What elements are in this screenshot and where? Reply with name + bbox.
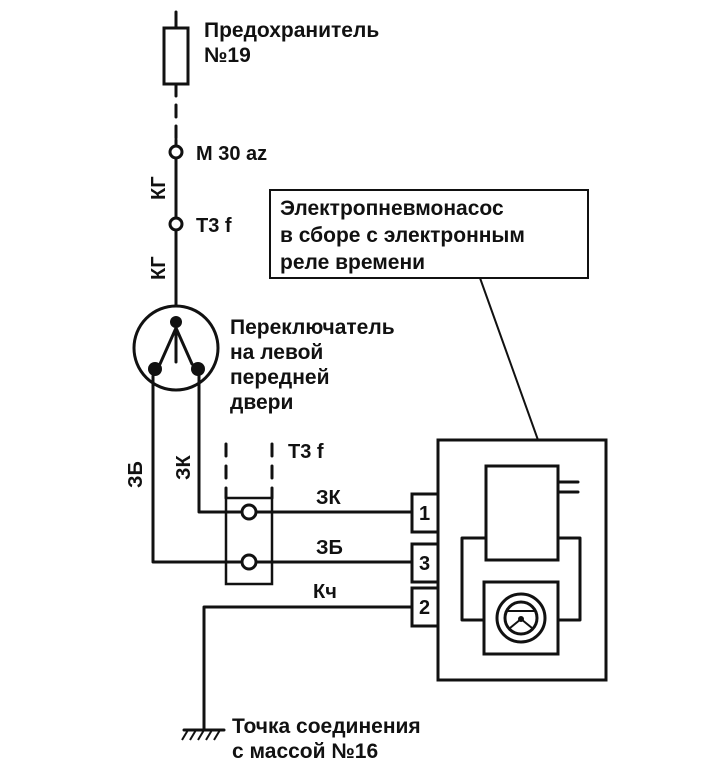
connector-m30-pin xyxy=(168,144,184,160)
pin-2-label: 2 xyxy=(419,597,430,619)
pump-label-line3: реле времени xyxy=(280,251,425,274)
wire-kg-lower-label: КГ xyxy=(148,256,170,280)
fuse-symbol xyxy=(162,26,190,86)
wire-zb-horizontal-label: ЗБ xyxy=(316,537,343,559)
relay-block xyxy=(484,464,560,562)
pump-label-line1: Электропневмонасос xyxy=(280,197,504,220)
wire-zb-vertical-label: ЗБ xyxy=(125,461,147,488)
switch-label-line3: передней xyxy=(230,366,329,389)
switch-label-line1: Переключатель xyxy=(230,316,395,339)
door-switch-symbol xyxy=(132,304,220,392)
ground-label-line1: Точка соединения xyxy=(232,715,421,738)
connector-t3f-mid-label: T3 f xyxy=(288,441,324,463)
wire-kch-to-ground xyxy=(202,605,414,732)
fuse-number-label: №19 xyxy=(204,44,251,67)
pin-3-label: 3 xyxy=(419,553,430,575)
pump-label-box xyxy=(269,189,589,279)
fuse-label: Предохранитель xyxy=(204,19,379,42)
wire-zk-horizontal-label: ЗК xyxy=(316,487,342,509)
pump-unit xyxy=(436,438,608,682)
pin-1-label: 1 xyxy=(419,503,430,525)
ground-label-line2: с массой №16 xyxy=(232,740,378,763)
connector-t3f-label: T3 f xyxy=(196,215,232,237)
wire-kch-horizontal-label: Кч xyxy=(313,581,337,603)
wire-kg-upper-label: КГ xyxy=(148,176,170,200)
pump-leader-line xyxy=(479,277,539,441)
wire-zb xyxy=(151,374,242,564)
connector-t3f-pin xyxy=(168,216,184,232)
switch-label-line2: на левой xyxy=(230,341,323,364)
connector-m30-label: M 30 az xyxy=(196,143,267,165)
ground-icon xyxy=(181,728,226,741)
pump-connector xyxy=(410,492,440,628)
switch-label-line4: двери xyxy=(230,391,293,414)
pump-label-line2: в сборе с электронным xyxy=(280,224,525,247)
wire-zk-vertical-label: ЗК xyxy=(173,454,195,480)
